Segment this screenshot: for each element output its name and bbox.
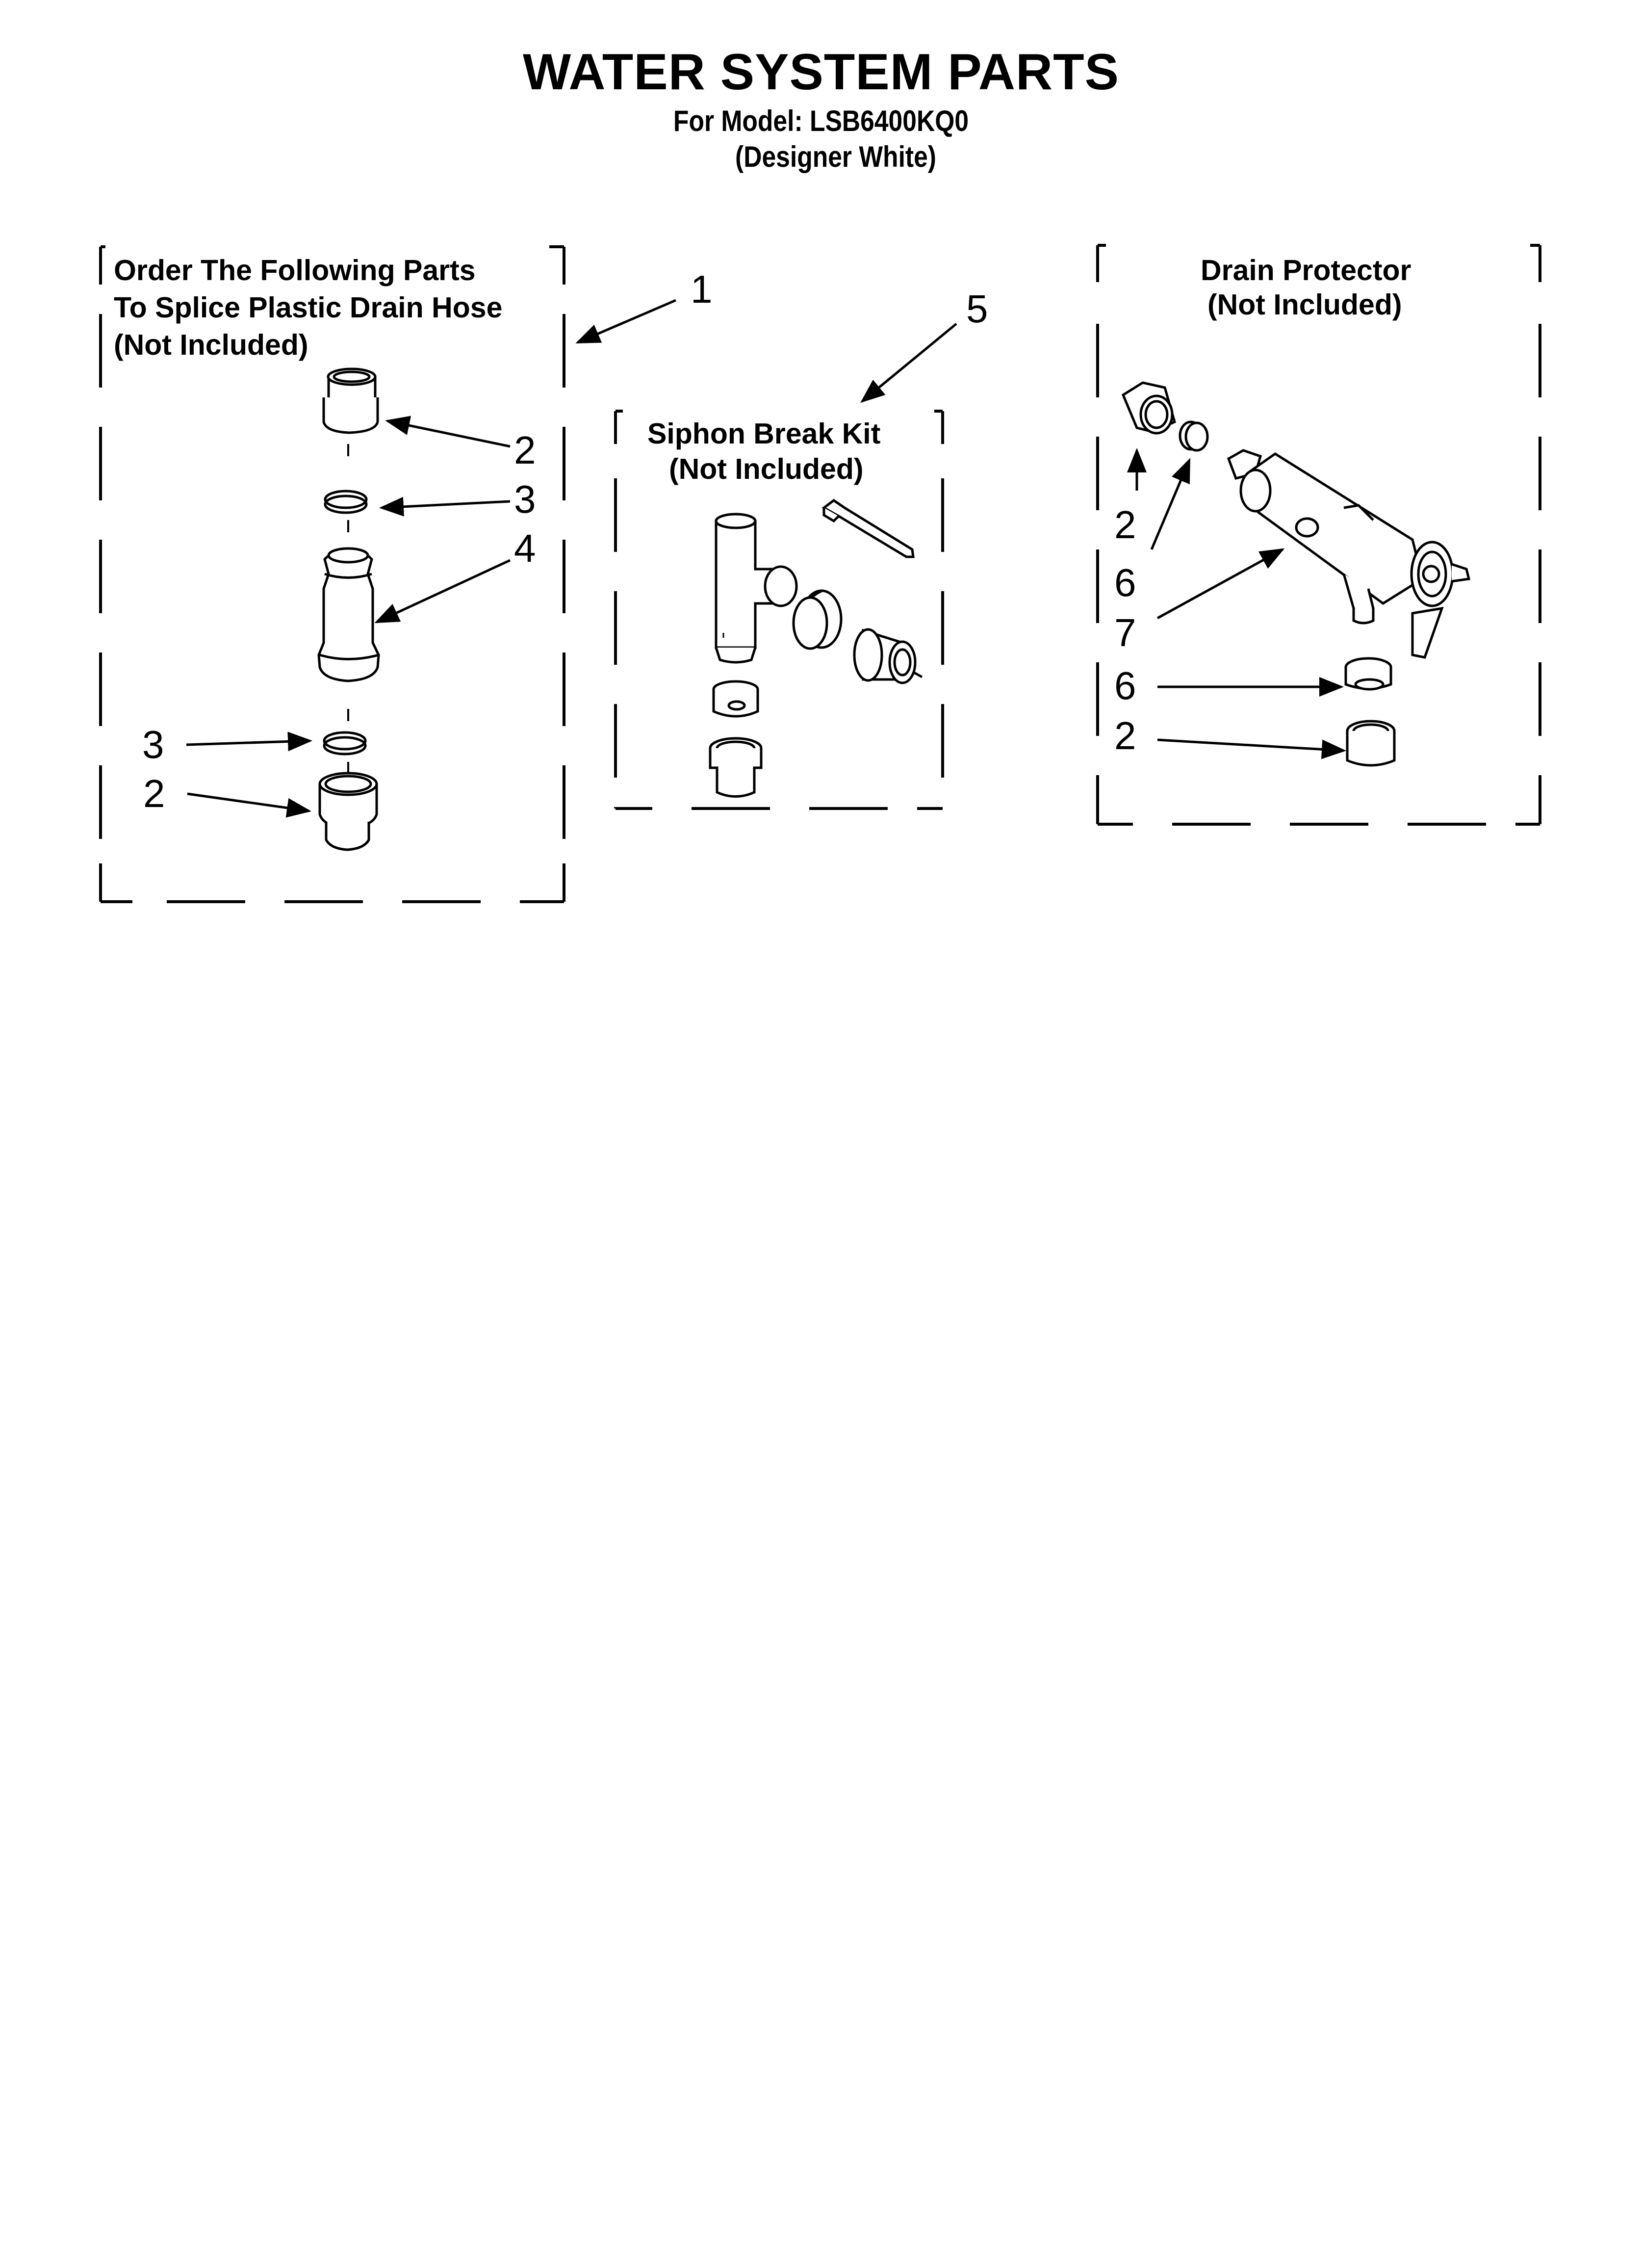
splice-label-line3: (Not Included)	[114, 329, 308, 361]
cable-tie	[821, 498, 915, 558]
callout-splice-3-bottom: 3	[142, 723, 164, 766]
color-line: (Designer White)	[735, 140, 936, 173]
drain-bushing-bottom	[1346, 720, 1396, 767]
splice-label-line2: To Splice Plastic Drain Hose	[114, 291, 503, 324]
siphon-label-line2: (Not Included)	[669, 453, 864, 485]
callout-splice-2-bottom: 2	[143, 772, 165, 815]
callout-drain-6-bottom: 6	[1114, 664, 1136, 707]
hose-clamp-top	[324, 490, 368, 514]
siphon-clamp	[792, 589, 843, 650]
siphon-fitting	[853, 628, 923, 684]
hose-clamp-bottom	[323, 731, 367, 756]
siphon-leader	[860, 323, 957, 403]
callout-5: 5	[966, 287, 988, 331]
callout-drain-2-bottom: 2	[1114, 714, 1136, 757]
callout-drain-2-top: 2	[1114, 503, 1136, 547]
callout-splice-4: 4	[514, 526, 536, 570]
drain-clamp-bottom	[1344, 657, 1392, 691]
callout-splice-2-top: 2	[514, 428, 536, 472]
drain-label-line2: (Not Included)	[1207, 288, 1402, 321]
callout-splice-3-top: 3	[514, 477, 536, 521]
splice-parts-box	[99, 245, 565, 903]
callout-drain-6-top: 6	[1114, 561, 1136, 604]
drain-label-line1: Drain Protector	[1201, 254, 1411, 287]
hose-connector-bottom	[318, 772, 378, 851]
siphon-clamp-lower	[712, 680, 759, 718]
drain-protector-box	[1096, 244, 1541, 826]
siphon-tee-pipe	[715, 513, 798, 664]
siphon-kit-box	[614, 410, 944, 810]
siphon-bushing	[709, 737, 763, 798]
splice-connector	[317, 547, 380, 682]
model-line: For Model: LSB6400KQ0	[673, 104, 969, 137]
hose-connector-top	[322, 367, 379, 434]
splice-leaders	[186, 299, 676, 818]
page-title: WATER SYSTEM PARTS	[523, 44, 1119, 101]
splice-label-line1: Order The Following Parts	[114, 254, 476, 287]
callout-drain-7: 7	[1114, 611, 1136, 654]
drain-leaders	[1127, 448, 1346, 759]
siphon-label-line1: Siphon Break Kit	[647, 417, 881, 450]
drain-protector-body	[1227, 449, 1471, 659]
drain-clamp-top	[1179, 420, 1209, 452]
callout-1: 1	[691, 267, 713, 311]
drain-bushing-top	[1121, 381, 1177, 435]
